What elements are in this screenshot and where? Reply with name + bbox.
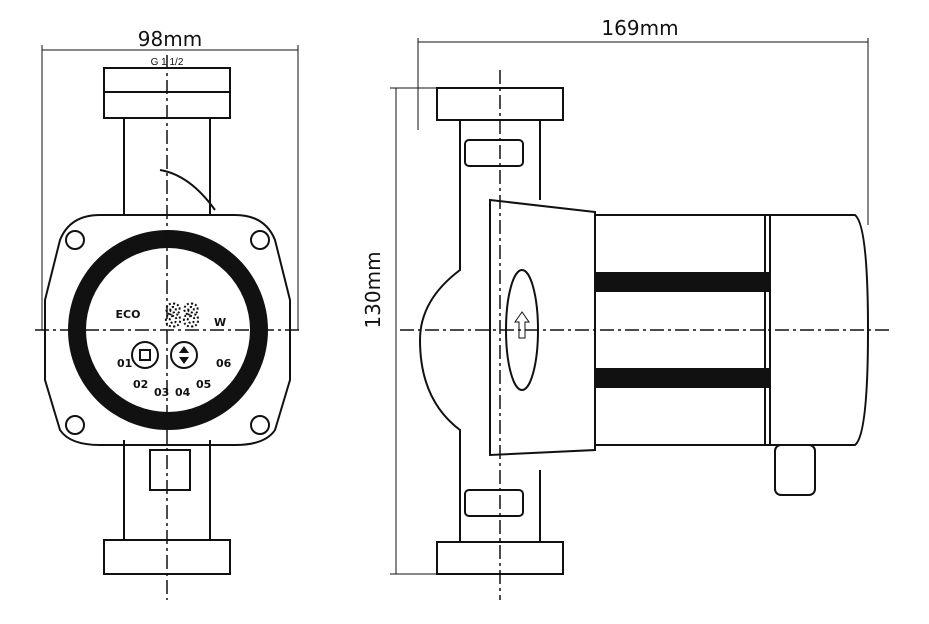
length-dim-label: 169mm: [601, 16, 678, 40]
bottom-pipe: [123, 440, 211, 540]
screw-icon: [65, 415, 85, 435]
mode-button[interactable]: [131, 341, 159, 369]
width-dim-label: 98mm: [138, 27, 202, 51]
speed-label: 02: [133, 378, 148, 391]
speed-label: 03: [154, 386, 169, 399]
speed-label: 05: [196, 378, 211, 391]
speed-label: 01: [117, 357, 132, 370]
screw-icon: [250, 415, 270, 435]
speed-label: 06: [216, 357, 232, 370]
volute: [418, 120, 541, 542]
top-pipe: [123, 118, 211, 215]
screw-icon: [65, 230, 85, 250]
up-down-arrow-icon: [179, 346, 189, 364]
pump-head: [489, 198, 596, 457]
eco-label: ECO: [116, 308, 141, 321]
cable-connector: [774, 444, 816, 496]
unit-label: W: [214, 316, 226, 329]
speed-button[interactable]: [170, 341, 198, 369]
height-dim-label: 130mm: [361, 251, 385, 328]
screw-icon: [250, 230, 270, 250]
motor-band: [595, 368, 770, 388]
motor-band: [595, 272, 770, 292]
speed-label: 04: [175, 386, 191, 399]
power-display: 88: [164, 299, 200, 334]
square-icon: [139, 349, 151, 361]
front-view: 98mm G 1 1/2 ECO 88 W 01 02 03 04 05 06: [35, 27, 300, 600]
pump-housing: [44, 214, 291, 446]
arrow-up-icon: [514, 311, 530, 339]
side-view: 169mm 130mm: [361, 16, 890, 600]
